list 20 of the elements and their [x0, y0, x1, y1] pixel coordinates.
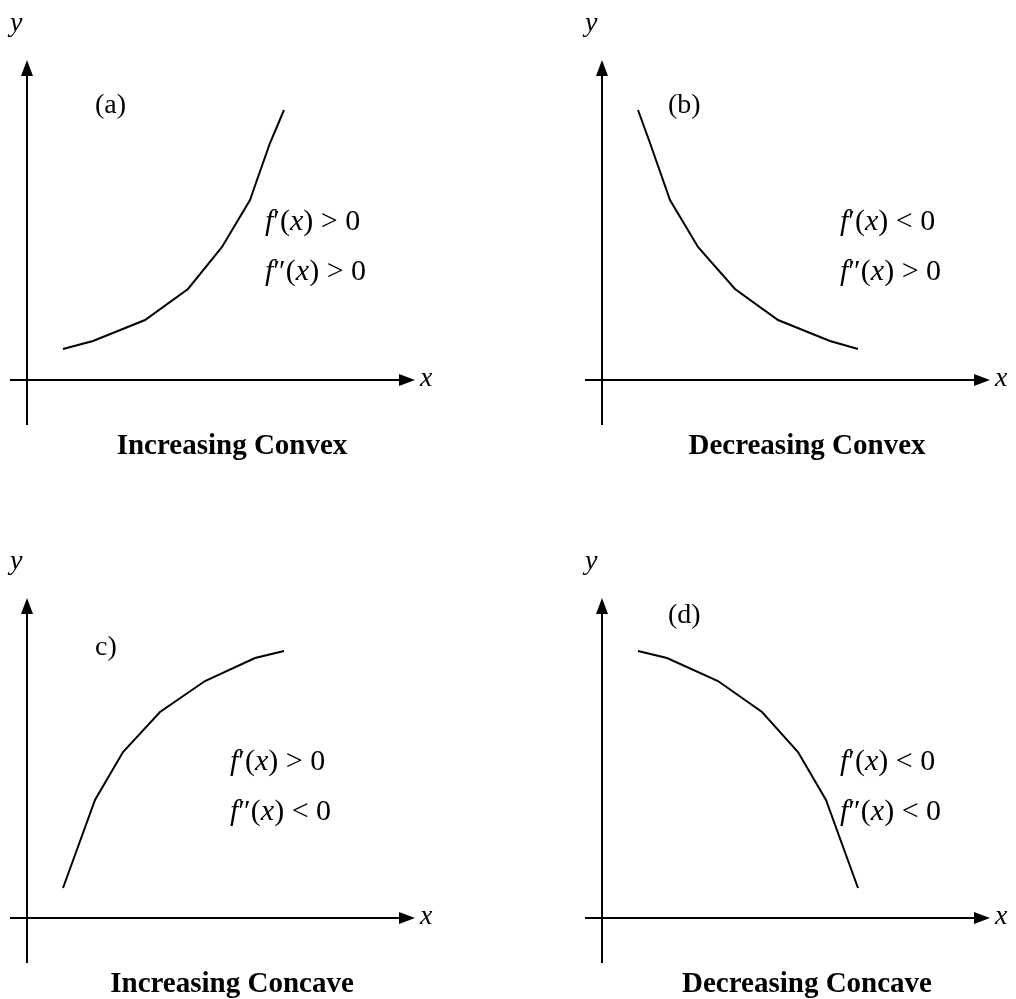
panel-caption: Increasing Concave [110, 968, 354, 997]
derivative-condition: f″(x) > 0 [840, 255, 942, 285]
derivative-condition: f″(x) > 0 [265, 255, 367, 285]
panel-label: c) [95, 632, 117, 660]
panel-caption: Decreasing Concave [682, 968, 932, 997]
panel-label: (b) [668, 90, 701, 118]
axis-label: x [995, 901, 1008, 929]
derivative-condition: f″(x) < 0 [230, 795, 332, 825]
derivative-condition: f′(x) < 0 [840, 205, 936, 235]
panel-caption: Increasing Convex [116, 430, 348, 459]
axis-label: x [995, 363, 1008, 391]
derivative-condition: f′(x) < 0 [840, 745, 936, 775]
derivative-condition: f′(x) > 0 [230, 745, 326, 775]
derivative-condition: f′(x) > 0 [265, 205, 361, 235]
axis-label: x [420, 363, 433, 391]
panel-label: (a) [95, 90, 127, 118]
panel-label: (d) [668, 600, 701, 628]
derivative-condition: f″(x) < 0 [840, 795, 942, 825]
panel-caption: Decreasing Convex [688, 430, 926, 459]
axis-label: x [420, 901, 433, 929]
